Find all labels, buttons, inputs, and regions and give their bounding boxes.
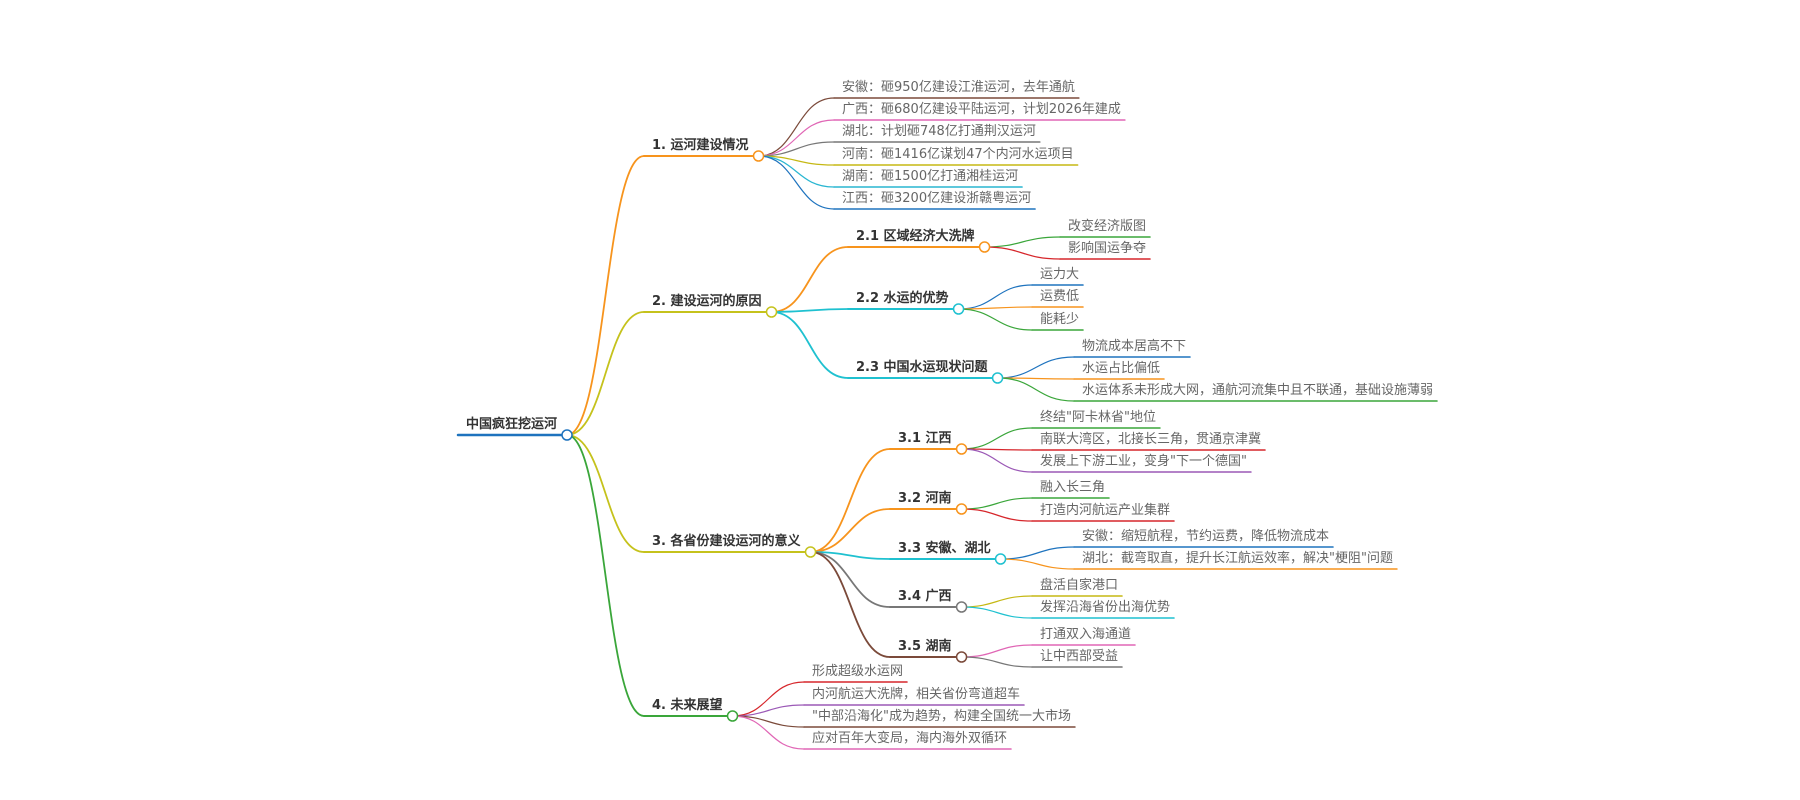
node-root-children-1-label: 2. 建设运河的原因 (652, 294, 762, 309)
connector-root-children-1-children-0-children-0 (983, 236, 1061, 248)
node-root-children-1-children-2-children-2-label: 水运体系未形成大网，通航河流集中且不联通，基础设施薄弱 (1082, 383, 1434, 398)
node-root-children-2-children-3-children-1-label: 发挥沿海省份出海优势 (1040, 600, 1171, 615)
connector-root-children-0-children-2 (757, 141, 835, 157)
node-root-children-2-children-1-children-0-label: 融入长三角 (1040, 480, 1106, 495)
connector-root-children-2-children-4 (809, 551, 891, 658)
connector-root-children-3-children-2 (731, 715, 805, 728)
node-root-children-0-label: 1. 运河建设情况 (652, 138, 749, 153)
node-root-children-2-children-4-label: 3.5 湖南 (898, 639, 952, 654)
node-root-children-1-children-1-children-1-label: 运费低 (1040, 289, 1080, 304)
connector-root-children-0 (566, 155, 645, 436)
node-root-children-3-children-3-label: 应对百年大变局，海内海外双循环 (812, 731, 1008, 746)
connector-root-children-2-children-3 (809, 551, 891, 608)
connector-root-children-1-children-1-children-0 (957, 284, 1033, 310)
collapse-toggle-root-children-3[interactable] (726, 710, 739, 722)
collapse-toggle-root-children-1-children-1[interactable] (952, 303, 965, 315)
connector-root-children-3-children-3 (731, 715, 805, 750)
node-root-children-3-children-0-label: 形成超级水运网 (812, 664, 904, 679)
connector-root-children-3-children-0 (731, 681, 805, 717)
node-root-children-2-children-1-label: 3.2 河南 (898, 491, 952, 506)
connector-root-children-1-children-2 (770, 311, 849, 379)
collapse-toggle-root-children-2-children-1[interactable] (955, 503, 968, 515)
collapse-toggle-root-children-2-children-0[interactable] (955, 443, 968, 455)
connector-root-children-0-children-0 (757, 97, 835, 157)
node-root-children-3-children-2-label: "中部沿海化"成为趋势，构建全国统一大市场 (812, 709, 1071, 724)
connector-root-children-2 (566, 434, 645, 553)
root-label: 中国疯狂挖运河 (466, 417, 558, 432)
connector-root-children-0-children-5 (757, 155, 835, 210)
node-root-children-3-label: 4. 未来展望 (652, 698, 723, 713)
connector-root-children-0-children-3 (757, 155, 835, 166)
connector-root-children-2-children-2-children-1 (999, 558, 1075, 570)
connector-root-children-2-children-3-children-0 (960, 595, 1033, 608)
collapse-toggle-root-children-0[interactable] (752, 150, 765, 162)
node-root-children-1-children-2-label: 2.3 中国水运现状问题 (856, 360, 988, 375)
node-root-children-2-children-3-label: 3.4 广西 (898, 589, 952, 604)
collapse-toggle-root-children-2-children-4[interactable] (955, 651, 968, 663)
connector-root-children-2-children-0-children-0 (960, 427, 1033, 450)
node-root-children-1-children-2-children-1-label: 水运占比偏低 (1082, 361, 1161, 376)
connector-root-children-3-children-1 (731, 704, 805, 717)
connector-root-children-1-children-1-children-2 (957, 308, 1033, 331)
connector-root-children-1-children-0 (770, 246, 849, 313)
connector-root-children-2-children-3-children-1 (960, 606, 1033, 619)
node-root-children-0-children-4-label: 湖南：砸1500亿打通湘桂运河 (842, 169, 1019, 184)
connector-root-children-2-children-4-children-1 (960, 656, 1033, 668)
node-root-children-1-children-1-children-0-label: 运力大 (1040, 267, 1080, 282)
connector-root-children-3 (566, 434, 645, 717)
node-root-children-0-children-0-label: 安徽：砸950亿建设江淮运河，去年通航 (842, 80, 1075, 95)
node-root-children-3-children-1-label: 内河航运大洗牌，相关省份弯道超车 (812, 687, 1021, 702)
node-root-children-1-children-0-label: 2.1 区域经济大洗牌 (856, 229, 975, 244)
node-root-children-2-label: 3. 各省份建设运河的意义 (652, 534, 801, 549)
connector-root-children-0-children-1 (757, 119, 835, 157)
collapse-toggle-root-children-1-children-0[interactable] (978, 241, 991, 253)
connector-root-children-2-children-2-children-0 (999, 546, 1075, 560)
connector-root-children-1-children-2-children-2 (996, 377, 1075, 402)
connector-root-children-1-children-0-children-1 (983, 246, 1061, 260)
connector-root-children-2-children-1-children-1 (960, 508, 1033, 522)
node-root-children-2-children-2-children-1-label: 湖北：截弯取直，提升长江航运效率，解决"梗阻"问题 (1082, 551, 1393, 566)
collapse-toggle-root-children-2[interactable] (804, 546, 817, 558)
connector-root-children-2-children-4-children-0 (960, 644, 1033, 658)
node-root-children-1-children-2-children-0-label: 物流成本居高不下 (1082, 339, 1187, 354)
node-root-children-0-children-1-label: 广西：砸680亿建设平陆运河，计划2026年建成 (842, 102, 1121, 117)
node-root-children-2-children-3-children-0-label: 盘活自家港口 (1040, 578, 1119, 593)
connector-root-children-1-children-2-children-0 (996, 356, 1075, 379)
connector-root-children-2-children-0-children-2 (960, 448, 1033, 473)
node-root-children-2-children-0-children-2-label: 发展上下游工业，变身"下一个德国" (1040, 454, 1247, 469)
node-root-children-0-children-2-label: 湖北：计划砸748亿打通荆汉运河 (842, 124, 1036, 139)
connector-root-children-2-children-1 (809, 508, 891, 553)
node-root-children-1-children-0-children-0-label: 改变经济版图 (1068, 219, 1147, 234)
node-root-children-2-children-0-children-1-label: 南联大湾区，北接长三角，贯通京津冀 (1040, 432, 1262, 447)
connector-root-children-2-children-2 (809, 551, 891, 560)
node-root-children-2-children-2-children-0-label: 安徽：缩短航程，节约运费，降低物流成本 (1082, 529, 1330, 544)
node-root-children-2-children-0-children-0-label: 终结"阿卡林省"地位 (1040, 410, 1156, 425)
node-root-children-2-children-2-label: 3.3 安徽、湖北 (898, 541, 991, 556)
node-root-children-2-children-0-label: 3.1 江西 (898, 431, 952, 446)
collapse-toggle-root-children-2-children-3[interactable] (955, 601, 968, 613)
node-root-children-2-children-1-children-1-label: 打造内河航运产业集群 (1040, 503, 1171, 518)
collapse-toggle-root-children-2-children-2[interactable] (994, 553, 1007, 565)
node-root-children-0-children-3-label: 河南：砸1416亿谋划47个内河水运项目 (842, 147, 1074, 162)
collapse-toggle-root-children-1[interactable] (765, 306, 778, 318)
node-root-children-2-children-4-children-0-label: 打通双入海通道 (1040, 627, 1132, 642)
connector-root-children-1 (566, 311, 645, 436)
connector-root-children-2-children-0 (809, 448, 891, 553)
node-root-children-1-children-0-children-1-label: 影响国运争夺 (1068, 241, 1147, 256)
node-root-children-2-children-4-children-1-label: 让中西部受益 (1040, 649, 1119, 664)
connector-root-children-1-children-1 (770, 308, 849, 313)
collapse-toggle-root-children-1-children-2[interactable] (991, 372, 1004, 384)
node-root-children-0-children-5-label: 江西：砸3200亿建设浙赣粤运河 (842, 191, 1032, 206)
node-root-children-1-children-1-label: 2.2 水运的优势 (856, 291, 949, 306)
node-root-children-1-children-1-children-2-label: 能耗少 (1040, 312, 1080, 327)
connector-root-children-2-children-1-children-0 (960, 497, 1033, 510)
collapse-toggle-root[interactable] (561, 429, 573, 441)
